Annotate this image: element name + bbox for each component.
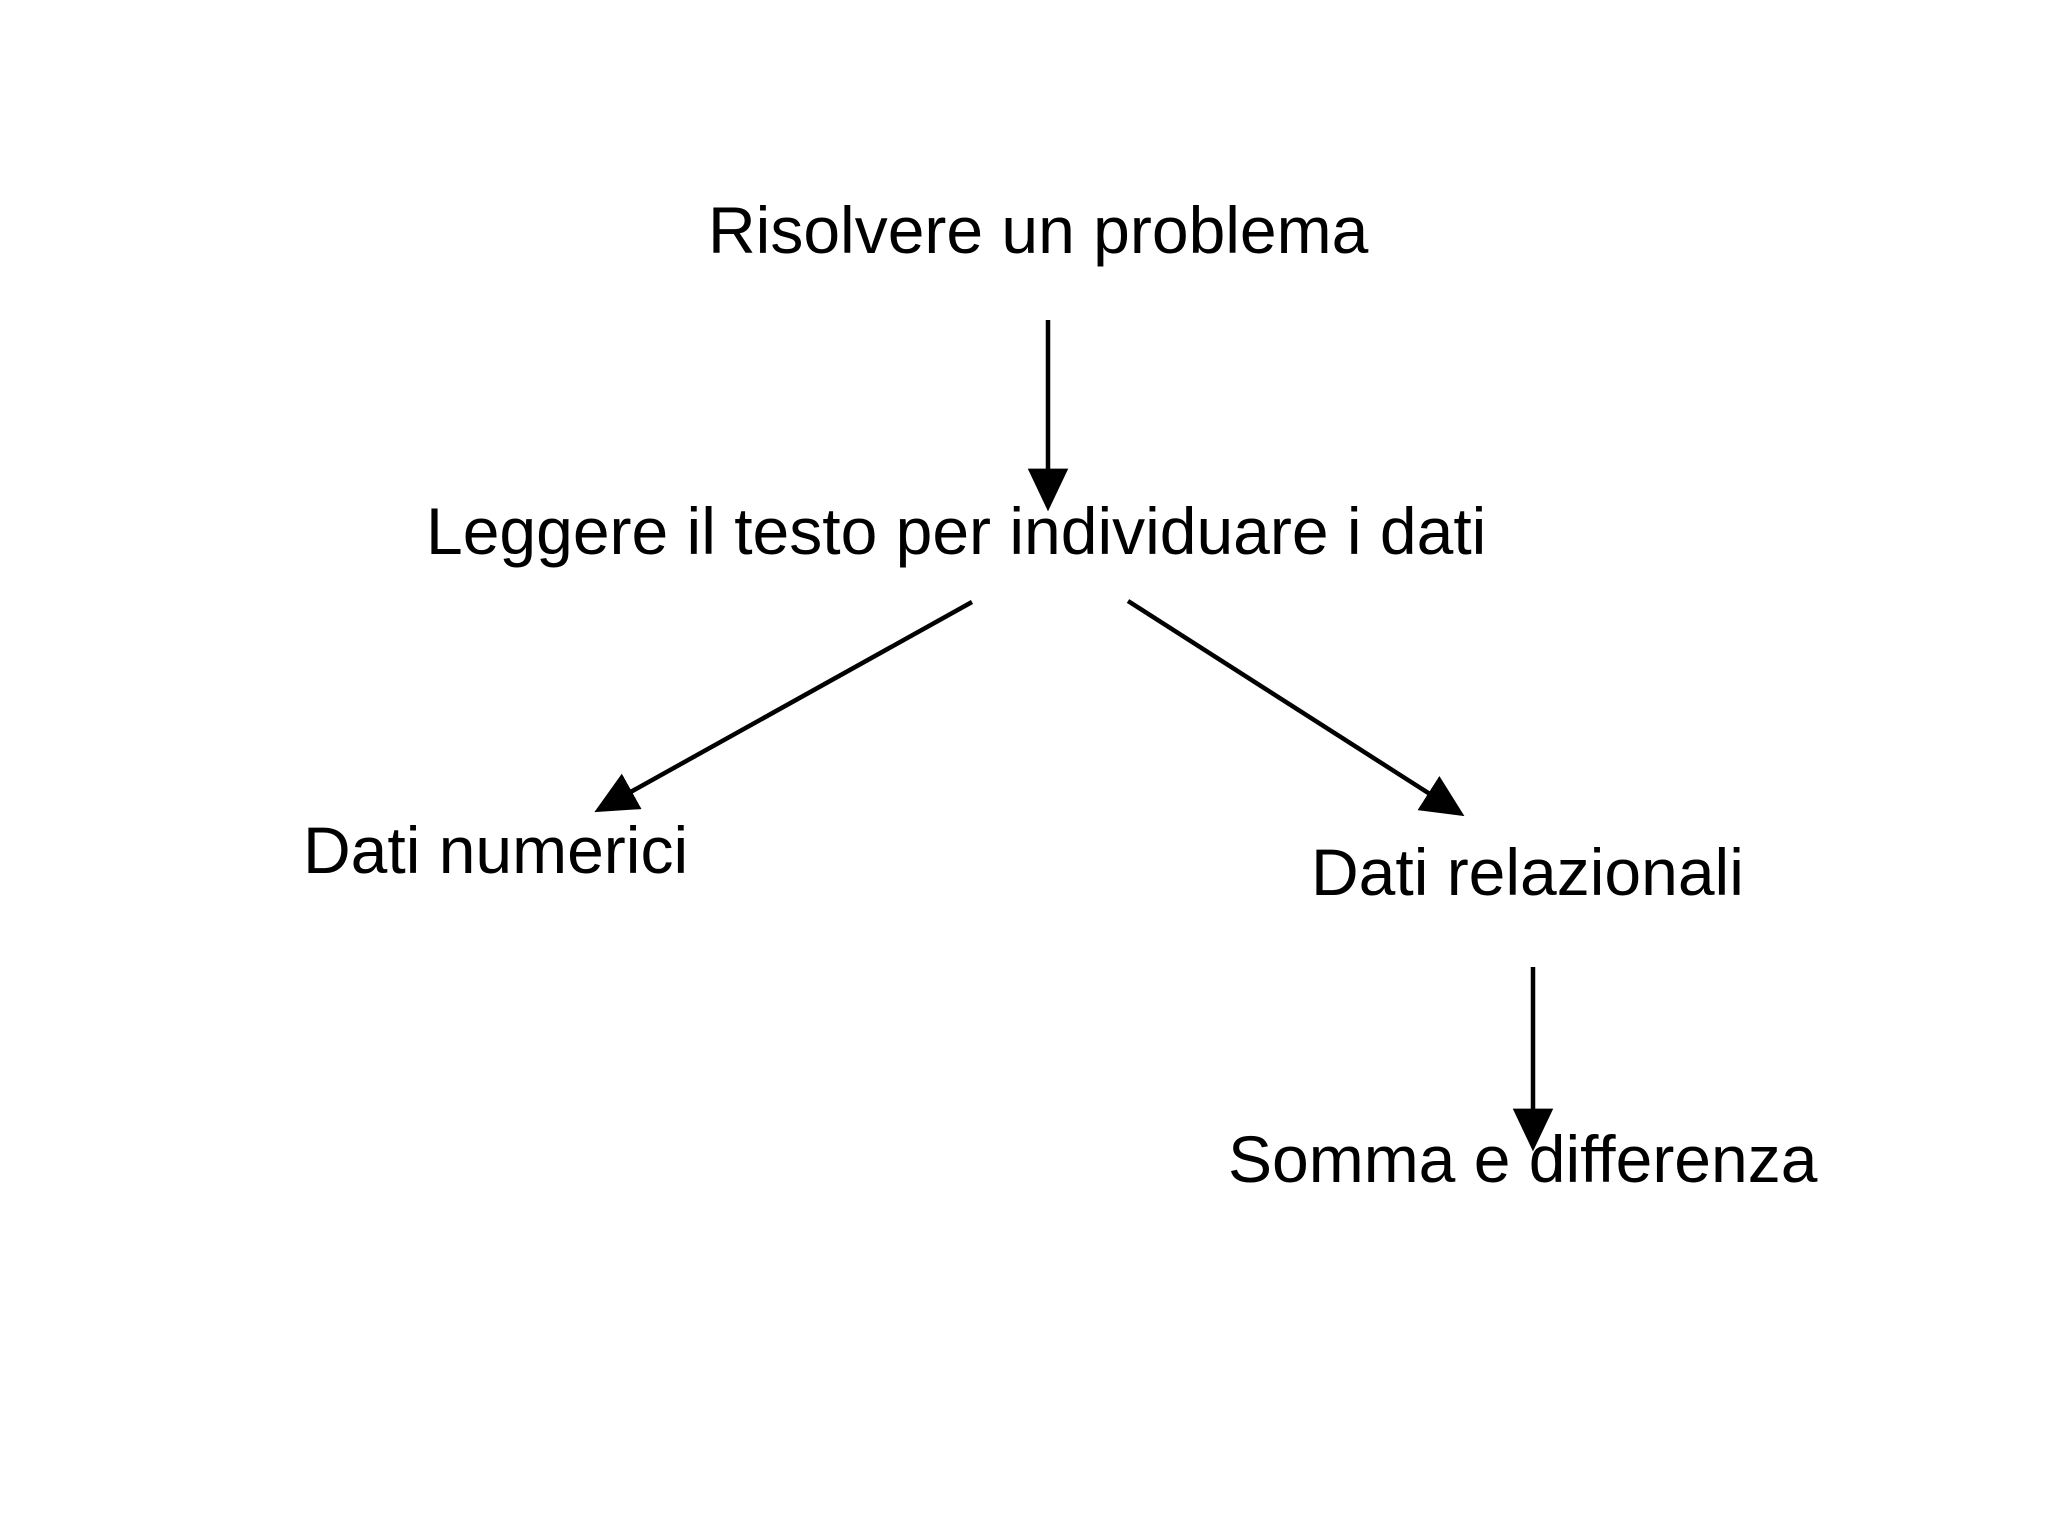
node-somma-e-differenza: Somma e differenza [1228, 1122, 1818, 1196]
arrow-read-to-dati-relazionali [1126, 599, 1465, 817]
node-dati-numerici: Dati numerici [303, 813, 689, 887]
node-leggere-il-testo: Leggere il testo per individuare i dati [426, 494, 1487, 568]
node-dati-relazionali: Dati relazionali [1311, 835, 1744, 909]
node-risolvere-un-problema: Risolvere un problema [708, 193, 1369, 267]
arrow-read-to-dati-numerici [594, 600, 974, 813]
